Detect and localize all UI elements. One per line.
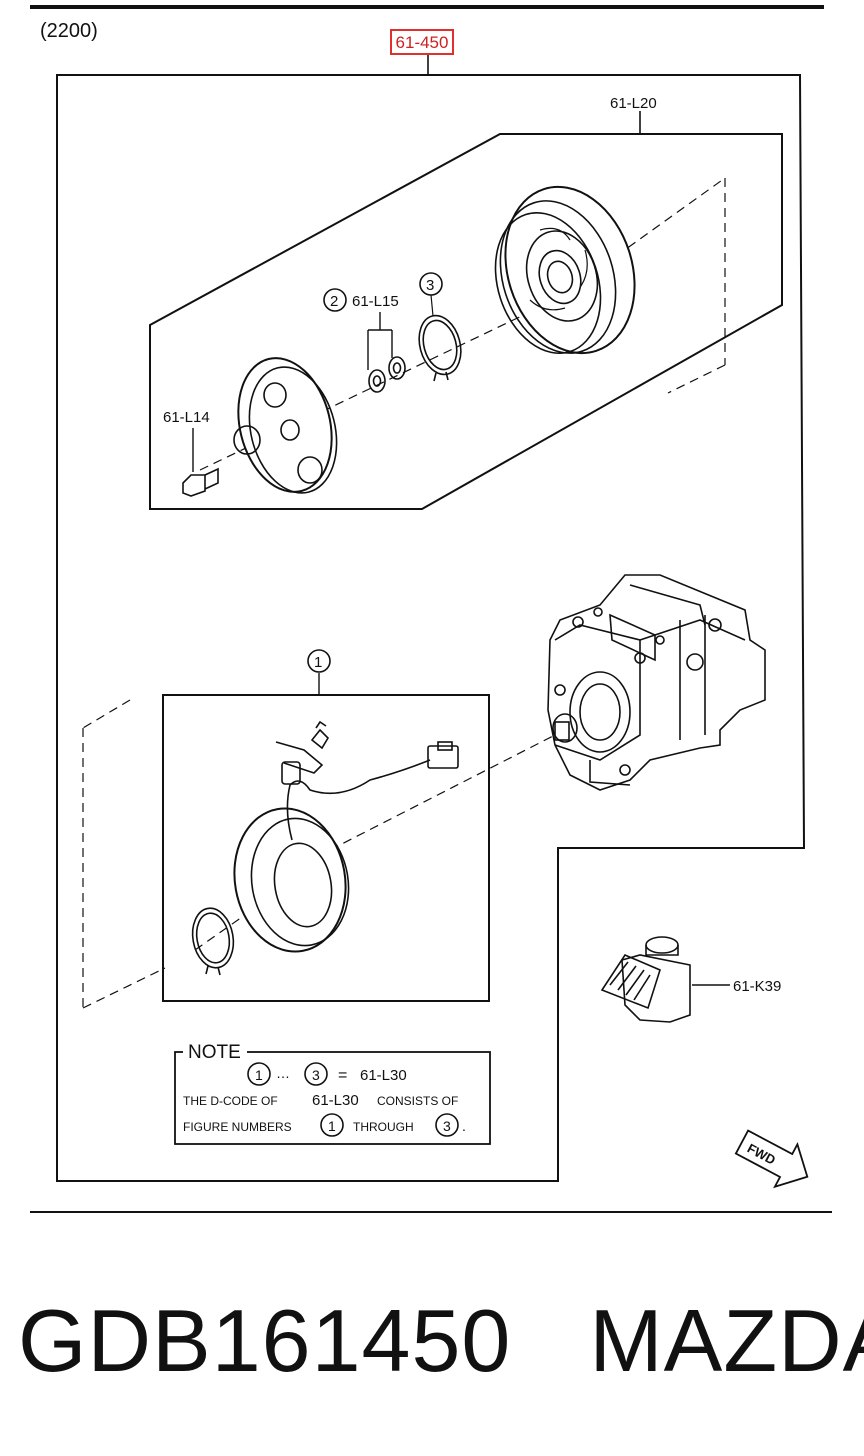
bracket-part (600, 936, 691, 1023)
note-line3-end: . (462, 1118, 466, 1134)
snap-ring (418, 314, 462, 382)
circle-2-icon (323, 288, 347, 312)
callout-61-L14: 61-L14 (163, 409, 210, 426)
pulley (494, 185, 636, 355)
part-ref-label[interactable]: 61-450 (390, 29, 454, 55)
field-coil-frame (162, 694, 490, 1002)
note-line3-circle-3-icon (435, 1113, 459, 1137)
note-eq-code: 61-L30 (360, 1067, 407, 1084)
clutch-kit-frame (149, 133, 783, 510)
shims (368, 356, 406, 393)
circle-3-label: 3 (426, 277, 434, 294)
circle-1-icon (307, 649, 331, 673)
note-line3-a: FIGURE NUMBERS (183, 1120, 292, 1134)
field-coil (233, 720, 459, 953)
footer-brand: MAZDA (589, 1291, 864, 1390)
top-rule (30, 5, 824, 9)
note-circle-3-icon (304, 1062, 328, 1086)
callout-61-K39: 61-K39 (733, 978, 781, 995)
note-line3-circle-3-label: 3 (443, 1118, 451, 1134)
note-equals: = (338, 1067, 347, 1084)
note-line3-circle-1-label: 1 (328, 1118, 336, 1134)
coil-snap-ring (191, 907, 235, 976)
pressure-plate (233, 357, 338, 494)
note-line2-code: 61-L30 (312, 1092, 359, 1109)
shim-leader (367, 312, 393, 370)
circle-2-label: 2 (330, 293, 338, 310)
fwd-arrow-icon: FWD (734, 1129, 809, 1189)
note-box (174, 1051, 491, 1145)
footer-part-number: GDB161450 (18, 1291, 512, 1390)
group-code: (2200) (40, 20, 98, 42)
note-title: NOTE (188, 1042, 241, 1063)
note-line2-b: CONSISTS OF (377, 1094, 458, 1108)
compressor (547, 574, 766, 791)
footer-caption: GDB161450 MAZDA (18, 1290, 864, 1392)
bolt (182, 467, 219, 497)
bottom-rule (30, 1211, 832, 1213)
callout-61-L20: 61-L20 (610, 95, 657, 112)
note-circle-1-label: 1 (255, 1067, 263, 1083)
note-line3-circle-1-icon (320, 1113, 344, 1137)
circle-1-label: 1 (314, 654, 322, 671)
note-circle-1-icon (247, 1062, 271, 1086)
note-circle-3-label: 3 (312, 1067, 320, 1083)
circle-3-leader (430, 294, 434, 317)
note-line3-b: THROUGH (353, 1120, 414, 1134)
assembly-frame (56, 74, 806, 1182)
callout-61-L15: 61-L15 (352, 293, 399, 310)
note-line2-a: THE D-CODE OF (183, 1094, 278, 1108)
note-separator: … (276, 1065, 290, 1081)
